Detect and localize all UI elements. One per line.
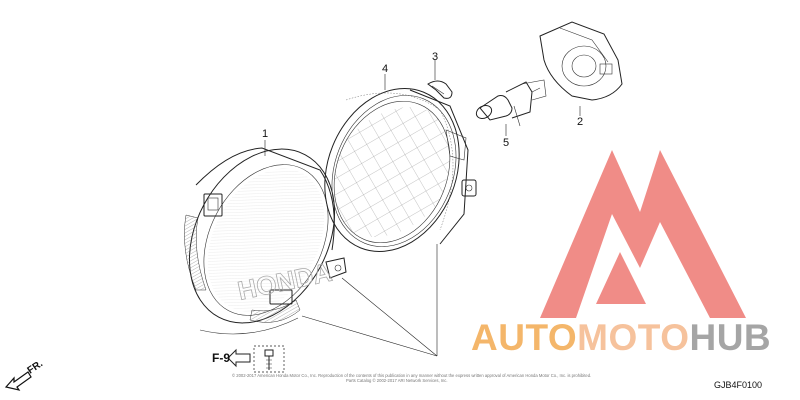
watermark-logo bbox=[540, 150, 746, 318]
reference-label: F-9 bbox=[212, 351, 230, 365]
arrow-left-icon bbox=[227, 348, 251, 368]
headlight-bulb bbox=[475, 79, 547, 127]
watermark-wordmark: AUTOMOTOHUB bbox=[471, 317, 771, 358]
watermark-moto: MOTO bbox=[577, 317, 689, 358]
copyright-line-2: Parts Catalog © 2002-2017 ARI Network Se… bbox=[346, 378, 448, 383]
headlight-case: HONDA bbox=[184, 147, 347, 335]
diagram-code: GJB4F0100 bbox=[714, 380, 762, 390]
leader-lines bbox=[264, 60, 581, 357]
watermark-logo-mark bbox=[540, 150, 746, 318]
callout-4: 4 bbox=[382, 63, 388, 75]
watermark-auto: AUTO bbox=[471, 317, 577, 358]
watermark-hub: HUB bbox=[689, 317, 771, 358]
fastener-reference bbox=[227, 345, 285, 373]
front-direction-indicator: FR. bbox=[4, 358, 45, 391]
dust-cover bbox=[539, 21, 623, 101]
callout-5: 5 bbox=[503, 137, 509, 149]
svg-text:AUTOMOTOHUB: AUTOMOTOHUB bbox=[471, 317, 771, 358]
copyright-line-1: © 2002-2017 American Honda Motor Co., In… bbox=[232, 373, 591, 378]
callout-3: 3 bbox=[432, 51, 438, 63]
callout-2: 2 bbox=[577, 116, 583, 128]
headlight-unit bbox=[324, 88, 477, 252]
callout-1: 1 bbox=[262, 128, 268, 140]
direction-arrow-icon bbox=[4, 371, 32, 391]
bulb-clip bbox=[427, 80, 453, 99]
